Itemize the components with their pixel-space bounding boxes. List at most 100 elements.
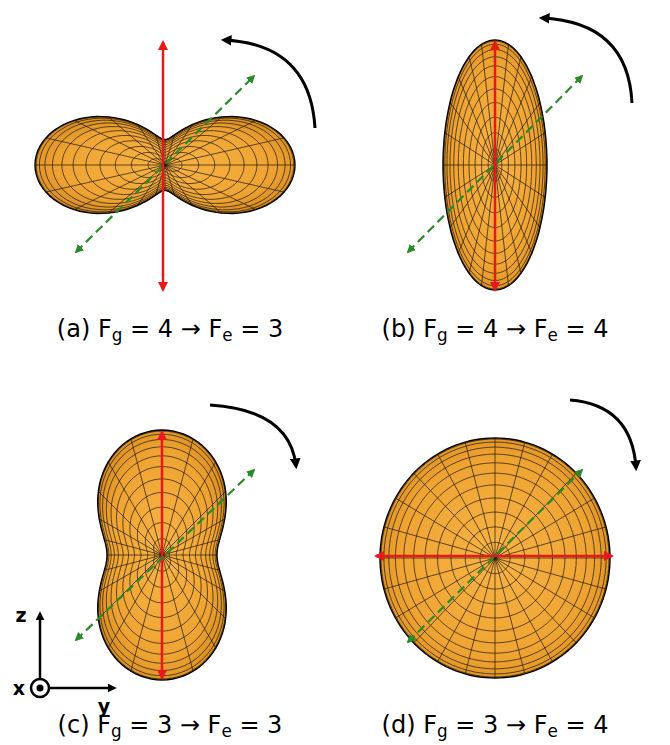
mesh-line: [469, 57, 495, 165]
surface-outline: [380, 438, 610, 678]
mesh-line: [495, 558, 606, 589]
mesh-line: [384, 527, 495, 558]
subfigure-caption: (c) Fg = 3 → Fe = 3: [58, 712, 283, 740]
field-axis: [76, 470, 254, 640]
mesh-line: [495, 454, 553, 558]
field-axis: [408, 76, 582, 252]
rotation-arrow: [224, 40, 315, 128]
mesh-line: [162, 491, 226, 555]
mesh-line: [165, 165, 284, 192]
mesh-line: [465, 442, 495, 558]
mesh-line: [495, 558, 525, 674]
mesh-line: [131, 439, 162, 555]
subfigure-caption: (a) Fg = 4 → Fe = 3: [57, 316, 283, 344]
mesh-line: [108, 462, 162, 555]
mesh-line: [395, 498, 495, 558]
mesh-line: [162, 555, 217, 556]
x-axis-symbol: [31, 679, 49, 697]
mesh-line: [165, 120, 256, 165]
mesh-line: [495, 558, 576, 643]
surface: [380, 438, 610, 678]
mesh-line: [162, 462, 216, 555]
mesh-line: [165, 165, 175, 195]
mesh-line: [104, 540, 162, 555]
mesh-line: [495, 558, 496, 678]
surface-outline: [98, 430, 227, 680]
surface: [98, 430, 227, 680]
mesh-line: [165, 140, 166, 166]
mesh-line: [35, 165, 165, 166]
x-axis-dot: [37, 685, 44, 692]
mesh-line: [482, 44, 496, 165]
mesh-line: [495, 558, 553, 662]
mesh-line: [495, 558, 595, 618]
mesh-line: [380, 558, 495, 559]
mesh-line: [162, 555, 226, 619]
mesh-line: [395, 558, 495, 618]
mesh-line: [438, 454, 496, 558]
mesh-line: [495, 473, 576, 558]
mesh-line: [165, 165, 193, 206]
mesh-line: [162, 439, 193, 555]
mesh-line: [165, 165, 256, 210]
mesh-line: [495, 165, 547, 166]
mesh-line: [381, 439, 609, 677]
subfigure-caption: (b) Fg = 4 → Fe = 4: [382, 316, 609, 344]
axis-label: x: [13, 678, 25, 700]
quantization-axis: [161, 432, 164, 678]
mesh-line: [46, 138, 165, 165]
surface-plots: [35, 40, 612, 680]
mesh-line: [443, 165, 495, 166]
mesh-line: [495, 438, 496, 558]
mesh-line: [138, 125, 166, 166]
mesh-line: [495, 77, 532, 165]
mesh-line: [104, 555, 162, 570]
axis-label: y: [98, 696, 110, 718]
rotation-arrow: [210, 405, 296, 466]
mesh-line: [445, 133, 495, 165]
mesh-line: [465, 558, 495, 674]
subfigure-caption: (d) Fg = 3 → Fe = 4: [382, 712, 609, 740]
mesh-line: [99, 555, 162, 591]
mesh-line: [469, 165, 495, 273]
mesh-line: [495, 527, 606, 558]
mesh-line: [99, 519, 162, 555]
mesh-line: [131, 555, 162, 671]
field-axis: [408, 470, 582, 642]
mesh-line: [165, 165, 222, 213]
mesh-line: [495, 165, 521, 273]
field-axis: [76, 76, 254, 252]
quantization-axis: [494, 42, 497, 290]
mesh-line: [495, 44, 509, 165]
mesh-line: [495, 498, 595, 558]
quantization-axis: [162, 42, 165, 290]
surface-outline: [443, 40, 547, 290]
z-axis: [39, 614, 42, 680]
surface: [35, 117, 295, 214]
y-axis: [48, 687, 114, 690]
mesh-line: [495, 165, 545, 197]
surface-outline: [35, 117, 295, 214]
mesh-line: [165, 165, 295, 166]
mesh-line: [162, 555, 216, 648]
mesh-line: [162, 555, 193, 671]
mesh-line: [482, 165, 496, 286]
mesh-line: [450, 165, 495, 228]
mesh-line: [162, 555, 220, 570]
mesh-line: [414, 558, 495, 643]
mesh-line: [46, 165, 165, 192]
mesh-line: [495, 165, 509, 286]
mesh-line: [495, 558, 610, 559]
rotation-arrow: [542, 18, 632, 103]
mesh-line: [438, 558, 496, 662]
mesh-line: [445, 165, 495, 197]
mesh-line: [165, 165, 166, 191]
mesh-line: [108, 117, 165, 165]
mesh-line: [165, 138, 284, 165]
mesh-line: [74, 165, 165, 210]
mesh-line: [458, 165, 495, 253]
mesh-line: [162, 540, 220, 555]
axis-label: z: [15, 605, 26, 627]
rotation-arrow: [570, 400, 636, 468]
